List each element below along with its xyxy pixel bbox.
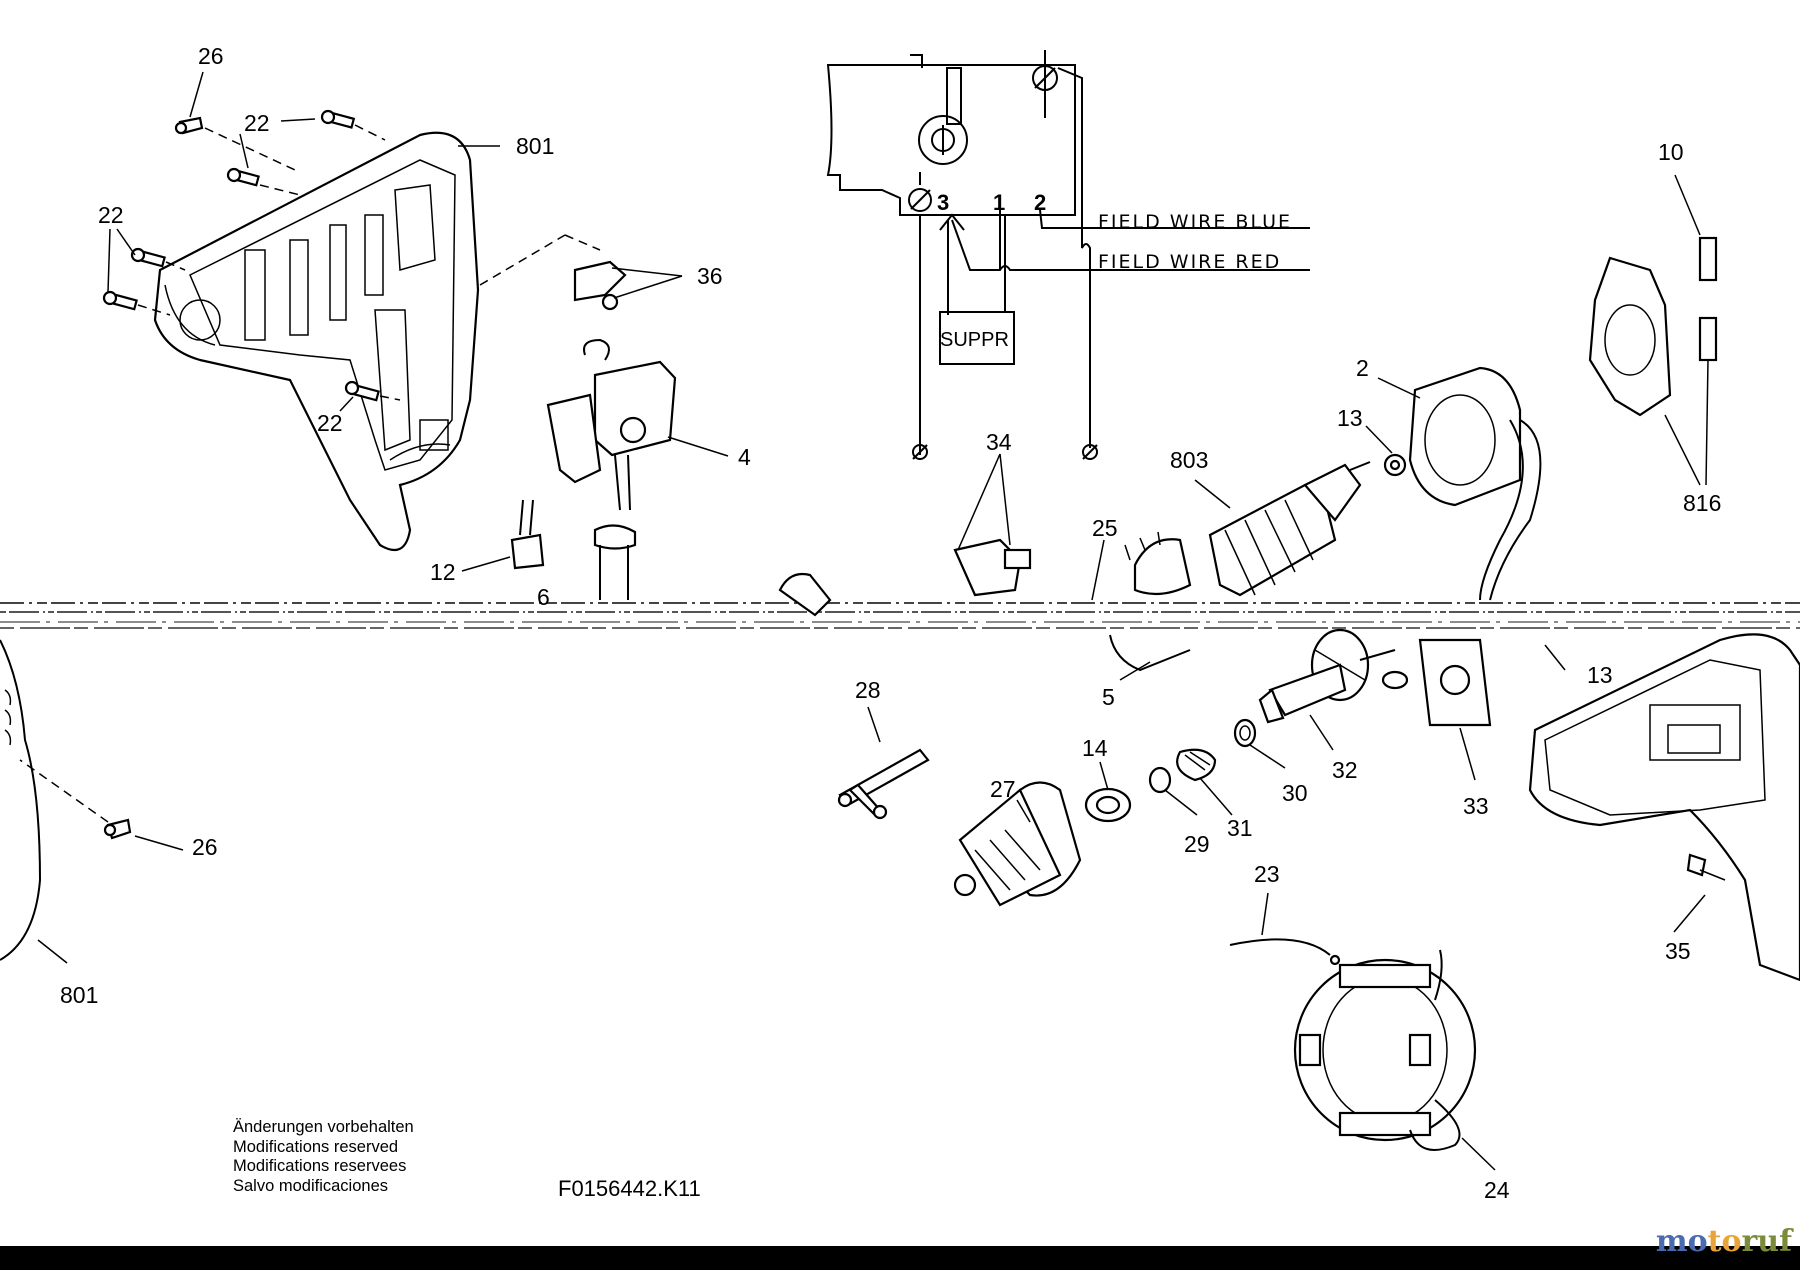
callout-5: 5 [1102, 684, 1115, 710]
callout-labels: 26 22 801 22 36 22 4 12 6 34 25 803 13 2… [60, 43, 1721, 1203]
chuck-key-28 [837, 748, 930, 820]
leader-lines [37, 71, 1709, 1171]
housing-half-801-right [1528, 633, 1800, 982]
watermark-part: ruf [1741, 1224, 1792, 1259]
spindle-gear-group [953, 628, 1396, 907]
suppressor-label: SUPPR [940, 329, 1009, 351]
callout-30: 30 [1282, 780, 1308, 806]
callout-14: 14 [1082, 735, 1108, 761]
callout-4: 4 [738, 444, 751, 470]
callout-23: 23 [1254, 861, 1280, 887]
callout-27: 27 [990, 776, 1016, 802]
fan-and-brushes [778, 538, 1191, 672]
callout-35: 35 [1665, 938, 1691, 964]
callout-34: 34 [986, 429, 1012, 455]
callout-22: 22 [98, 202, 124, 228]
drawing-code: F0156442.K11 [558, 1176, 701, 1201]
callout-13: 13 [1587, 662, 1613, 688]
field-coil-assembly [1229, 938, 1477, 1151]
change-notice-line: Modifications reservees [233, 1157, 407, 1175]
callout-29: 29 [1184, 831, 1210, 857]
callout-33: 33 [1463, 793, 1489, 819]
terminal-1-label: 1 [993, 190, 1005, 215]
image-break-band [0, 602, 1800, 629]
field-wire-blue-label: FIELD WIRE BLUE [1098, 211, 1292, 233]
callout-2: 2 [1356, 355, 1369, 381]
field-wire-red-label: FIELD WIRE RED [1098, 251, 1281, 273]
change-notice: Änderungen vorbehalten Modifications res… [233, 1118, 414, 1196]
callout-801: 801 [516, 133, 554, 159]
housing-half-801 [153, 131, 480, 552]
armature-803 [1124, 453, 1407, 597]
callout-816: 816 [1683, 490, 1721, 516]
footer-bar [0, 1246, 1800, 1270]
watermark-part: to [1707, 1224, 1742, 1259]
callout-22: 22 [244, 110, 270, 136]
gear-bracket-33 [1381, 638, 1492, 727]
callout-6: 6 [537, 584, 550, 610]
callout-12: 12 [430, 559, 456, 585]
screws-and-pins-upper [102, 109, 601, 402]
change-notice-line: Änderungen vorbehalten [233, 1118, 414, 1136]
callout-26: 26 [198, 43, 224, 69]
callout-803: 803 [1170, 447, 1208, 473]
callout-26: 26 [192, 834, 218, 860]
housing-half-801-left-lower [0, 639, 132, 961]
brush-holder-816 [1588, 236, 1718, 417]
motoruf-watermark: motoruf [1656, 1224, 1792, 1259]
terminal-2-label: 2 [1034, 190, 1046, 215]
callout-32: 32 [1332, 757, 1358, 783]
callout-10: 10 [1658, 139, 1684, 165]
field-stator-2 [1408, 366, 1542, 601]
terminal-3-label: 3 [937, 190, 949, 215]
callout-801: 801 [60, 982, 98, 1008]
watermark-part: mo [1655, 1224, 1708, 1259]
change-notice-line: Modifications reserved [233, 1137, 399, 1156]
callout-36: 36 [697, 263, 723, 289]
callout-25: 25 [1092, 515, 1118, 541]
change-notice-line: Salvo modificaciones [233, 1176, 388, 1195]
callout-13: 13 [1337, 405, 1363, 431]
callout-22: 22 [317, 410, 343, 436]
wiring-diagram: FIELD WIRE BLUE FIELD WIRE RED SUPPR 3 1… [826, 50, 1310, 460]
switch-assembly [510, 260, 677, 600]
callout-28: 28 [855, 677, 881, 703]
callout-24: 24 [1484, 1177, 1510, 1203]
callout-31: 31 [1227, 815, 1253, 841]
